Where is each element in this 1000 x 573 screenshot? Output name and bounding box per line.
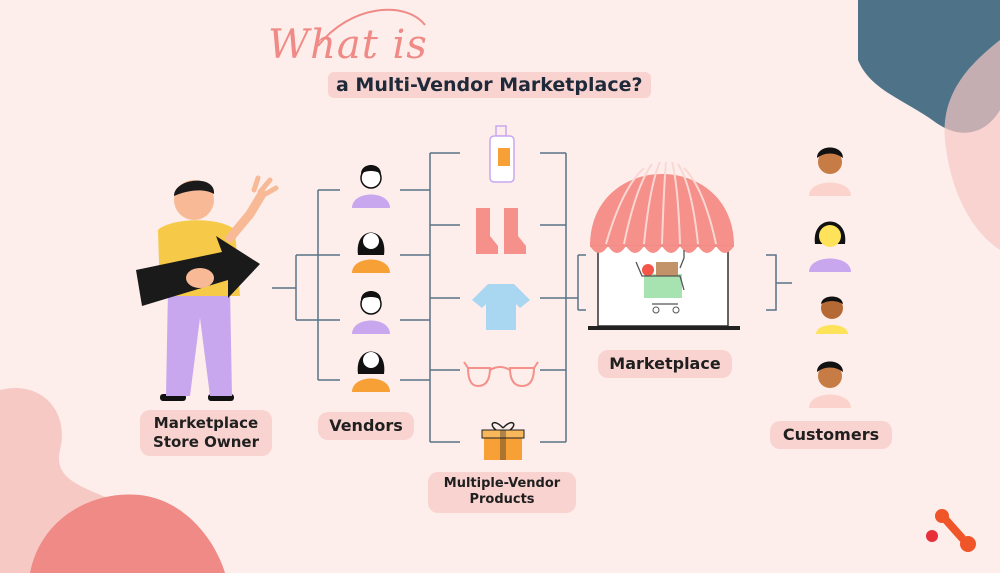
gift-box-icon [481, 421, 525, 460]
customer-icon [809, 147, 851, 196]
boots-icon [476, 208, 526, 254]
bottom-left-blob-dark [30, 494, 225, 573]
label-products: Multiple-Vendor Products [428, 472, 576, 513]
brand-logo-icon [926, 509, 976, 552]
bottle-icon [489, 125, 515, 183]
glasses-icon [463, 361, 539, 388]
store-owner-illustration [136, 175, 279, 401]
title-script: What is [268, 22, 428, 68]
customer-icon [816, 296, 848, 334]
label-marketplace: Marketplace [598, 350, 732, 378]
shirt-icon [472, 284, 530, 330]
right-pink-blob [944, 40, 1000, 250]
label-vendors: Vendors [318, 412, 414, 440]
customer-icon [809, 221, 851, 272]
label-customers: Customers [770, 421, 892, 449]
title-swash [317, 8, 426, 47]
customer-icon [809, 361, 851, 408]
label-store-owner: Marketplace Store Owner [140, 410, 272, 456]
vendor-purple-icon [352, 291, 390, 334]
vendor-orange-icon [352, 351, 390, 392]
page-title: a Multi-Vendor Marketplace? [328, 72, 651, 98]
vendor-purple-icon [352, 165, 390, 208]
marketplace-illustration [588, 161, 740, 330]
vendor-orange-icon [352, 232, 390, 273]
